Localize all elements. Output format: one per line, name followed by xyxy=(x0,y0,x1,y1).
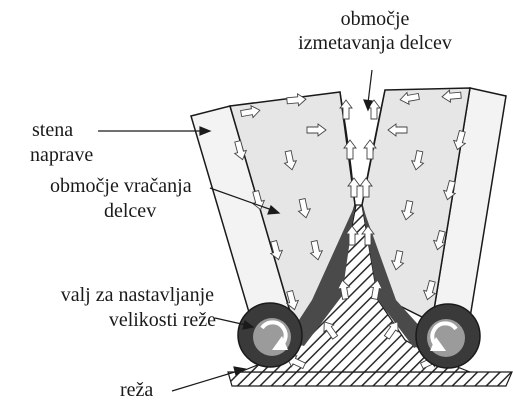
ejection-zone-label-line1: območje xyxy=(322,8,428,31)
gap-label: reža xyxy=(120,379,153,402)
base-plate xyxy=(228,372,512,386)
ejection-zone-leader xyxy=(368,70,372,103)
roller-label-line2: velikosti reže xyxy=(8,309,216,332)
gap-leader xyxy=(172,371,238,391)
device-wall-label-line1: stena xyxy=(32,119,73,142)
left-roller xyxy=(238,303,302,367)
right-roller xyxy=(416,304,480,368)
device-wall-label-line2: naprave xyxy=(30,144,93,167)
roller-label-line1: valj za nastavljanje xyxy=(8,284,214,307)
return-zone-label-line2: delcev xyxy=(104,200,156,223)
return-zone-label-line1: območje vračanja xyxy=(50,175,192,198)
ejection-zone-label-line2: izmetavanja delcev xyxy=(278,32,472,55)
